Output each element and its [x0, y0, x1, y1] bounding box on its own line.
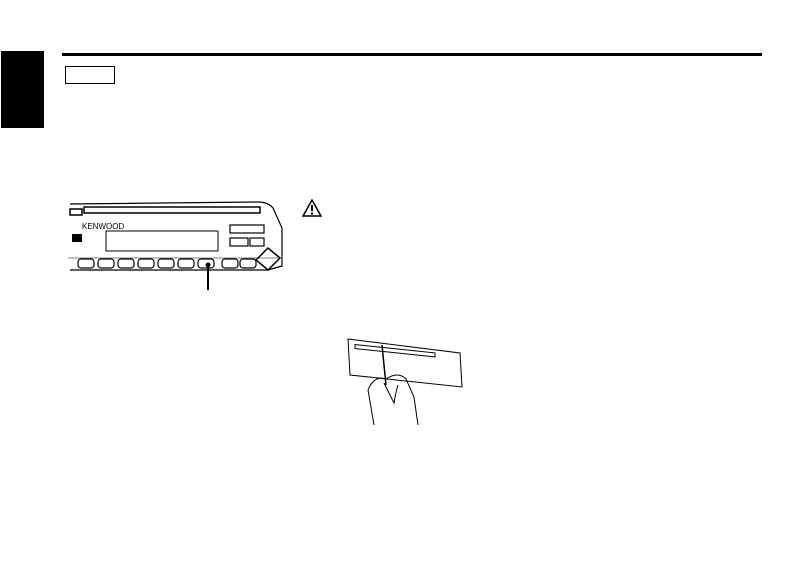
label-box: [65, 66, 115, 84]
warning-triangle-icon: [302, 199, 322, 217]
header-rule: [62, 53, 762, 56]
faceplate-illustration: KENWOOD: [68, 201, 283, 290]
slot-cleaning-illustration: [347, 338, 463, 425]
svg-text:KENWOOD: KENWOOD: [82, 222, 124, 231]
section-tab: [1, 51, 44, 128]
